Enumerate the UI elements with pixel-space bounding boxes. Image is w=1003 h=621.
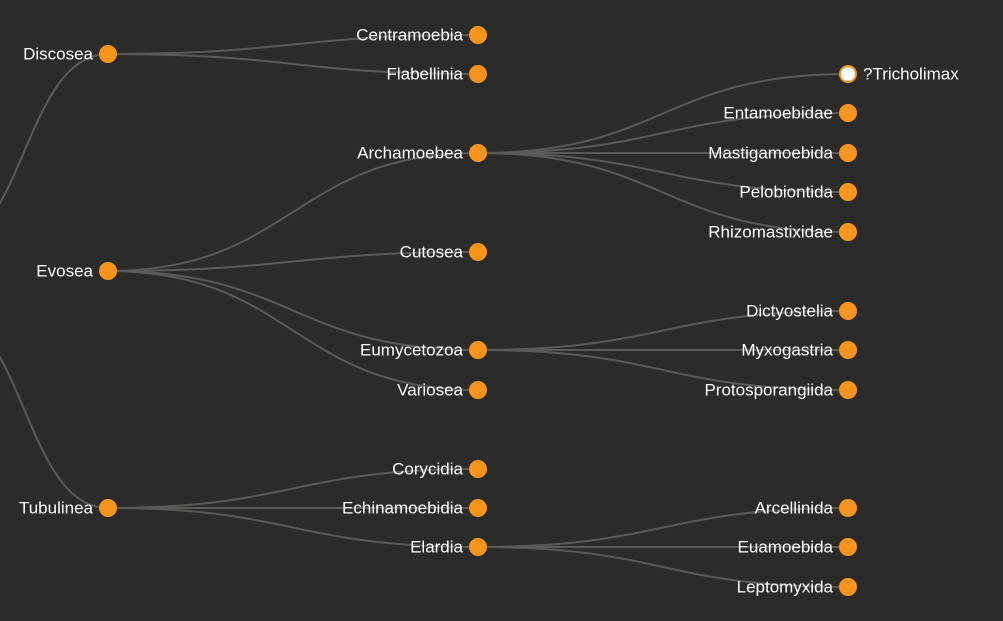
tree-node-dot-leptomyxida[interactable] [839, 578, 857, 596]
tree-node-eumycetozoa[interactable]: Eumycetozoa [360, 341, 487, 360]
tree-node-label-variosea[interactable]: Variosea [397, 381, 463, 400]
tree-node-dot-cutosea[interactable] [469, 243, 487, 261]
tree-node-label-discosea[interactable]: Discosea [23, 45, 93, 64]
tree-link-eumycetozoa-protosporangiida [477, 349, 849, 391]
tree-link-discosea-incoming [0, 53, 109, 206]
tree-link-archamoebea-pelobiontida [477, 152, 849, 193]
tree-node-dot-corycidia[interactable] [469, 460, 487, 478]
tree-node-mastigamoebida[interactable]: Mastigamoebida [708, 144, 857, 163]
tree-node-flabellinia[interactable]: Flabellinia [386, 65, 487, 84]
tree-node-label-entamoebidae[interactable]: Entamoebidae [723, 104, 833, 123]
tree-node-dot-centramoebia[interactable] [469, 26, 487, 44]
tree-node-dot-discosea[interactable] [99, 45, 117, 63]
tree-node-dot-dictyostelia[interactable] [839, 302, 857, 320]
tree-node-dot-elardia[interactable] [469, 538, 487, 556]
tree-node-variosea[interactable]: Variosea [397, 381, 487, 400]
tree-node-label-cutosea[interactable]: Cutosea [400, 243, 464, 262]
tree-node-tricholimax[interactable]: ?Tricholimax [839, 65, 959, 84]
tree-node-dot-flabellinia[interactable] [469, 65, 487, 83]
tree-node-label-echinamoebidia[interactable]: Echinamoebidia [342, 499, 464, 518]
tree-link-evosea-eumycetozoa [107, 270, 479, 351]
tree-node-label-tricholimax[interactable]: ?Tricholimax [863, 65, 959, 84]
tree-node-label-euamoebida[interactable]: Euamoebida [738, 538, 834, 557]
tree-node-corycidia[interactable]: Corycidia [392, 460, 487, 479]
tree-node-centramoebia[interactable]: Centramoebia [356, 26, 487, 45]
tree-node-leptomyxida[interactable]: Leptomyxida [737, 578, 857, 597]
tree-link-discosea-centramoebia [107, 34, 479, 55]
tree-node-dictyostelia[interactable]: Dictyostelia [746, 302, 857, 321]
tree-node-label-rhizomastixidae[interactable]: Rhizomastixidae [708, 223, 833, 242]
tree-node-dot-rhizomastixidae[interactable] [839, 223, 857, 241]
tree-link-archamoebea-rhizomastixidae [477, 152, 849, 233]
tree-node-dot-myxogastria[interactable] [839, 341, 857, 359]
tree-node-label-mastigamoebida[interactable]: Mastigamoebida [708, 144, 833, 163]
tree-node-pelobiontida[interactable]: Pelobiontida [739, 183, 857, 202]
tree-node-label-myxogastria[interactable]: Myxogastria [741, 341, 833, 360]
tree-node-label-eumycetozoa[interactable]: Eumycetozoa [360, 341, 464, 360]
tree-link-archamoebea-entamoebidae [477, 112, 849, 154]
tree-node-label-centramoebia[interactable]: Centramoebia [356, 26, 463, 45]
tree-node-echinamoebidia[interactable]: Echinamoebidia [342, 499, 487, 518]
tree-node-dot-tricholimax[interactable] [839, 65, 857, 83]
tree-node-dot-euamoebida[interactable] [839, 538, 857, 556]
tree-node-dot-archamoebea[interactable] [469, 144, 487, 162]
tree-node-rhizomastixidae[interactable]: Rhizomastixidae [708, 223, 857, 242]
tree-link-tubulinea-elardia [107, 507, 479, 548]
tree-node-arcellinida[interactable]: Arcellinida [755, 499, 857, 518]
tree-node-archamoebea[interactable]: Archamoebea [357, 144, 487, 163]
tree-node-label-pelobiontida[interactable]: Pelobiontida [739, 183, 833, 202]
tree-link-discosea-flabellinia [107, 53, 479, 75]
tree-node-label-corycidia[interactable]: Corycidia [392, 460, 463, 479]
tree-node-dot-eumycetozoa[interactable] [469, 341, 487, 359]
tree-node-label-evosea[interactable]: Evosea [36, 262, 93, 281]
tree-node-tubulinea[interactable]: Tubulinea [19, 499, 117, 518]
tree-link-elardia-arcellinida [477, 507, 849, 548]
tree-link-tubulinea-corycidia [107, 468, 479, 509]
tree-node-label-dictyostelia[interactable]: Dictyostelia [746, 302, 833, 321]
tree-link-evosea-cutosea [107, 251, 479, 272]
tree-node-dot-pelobiontida[interactable] [839, 183, 857, 201]
tree-link-evosea-archamoebea [107, 152, 479, 272]
tree-node-label-archamoebea[interactable]: Archamoebea [357, 144, 463, 163]
tree-node-cutosea[interactable]: Cutosea [400, 243, 487, 262]
tree-node-entamoebidae[interactable]: Entamoebidae [723, 104, 857, 123]
tree-node-dot-protosporangiida[interactable] [839, 381, 857, 399]
tree-node-myxogastria[interactable]: Myxogastria [741, 341, 857, 360]
tree-link-elardia-leptomyxida [477, 546, 849, 588]
tree-node-label-flabellinia[interactable]: Flabellinia [386, 65, 463, 84]
tree-links [0, 34, 849, 588]
tree-node-dot-echinamoebidia[interactable] [469, 499, 487, 517]
tree-node-dot-mastigamoebida[interactable] [839, 144, 857, 162]
tree-link-evosea-variosea [107, 270, 479, 391]
tree-node-dot-evosea[interactable] [99, 262, 117, 280]
tree-node-dot-variosea[interactable] [469, 381, 487, 399]
tree-link-tubulinea-incoming [0, 355, 109, 509]
tree-node-dot-tubulinea[interactable] [99, 499, 117, 517]
tree-node-dot-arcellinida[interactable] [839, 499, 857, 517]
tree-link-eumycetozoa-dictyostelia [477, 310, 849, 351]
tree-link-archamoebea-tricholimax [477, 73, 849, 154]
tree-node-euamoebida[interactable]: Euamoebida [738, 538, 857, 557]
tree-node-protosporangiida[interactable]: Protosporangiida [704, 381, 857, 400]
tree-node-label-protosporangiida[interactable]: Protosporangiida [704, 381, 833, 400]
tree-node-label-tubulinea[interactable]: Tubulinea [19, 499, 94, 518]
tree-node-label-elardia[interactable]: Elardia [410, 538, 463, 557]
tree-node-evosea[interactable]: Evosea [36, 262, 117, 281]
tree-node-label-leptomyxida[interactable]: Leptomyxida [737, 578, 834, 597]
tree-node-discosea[interactable]: Discosea [23, 45, 117, 64]
tree-node-elardia[interactable]: Elardia [410, 538, 487, 557]
tree-node-dot-entamoebidae[interactable] [839, 104, 857, 122]
tree-node-label-arcellinida[interactable]: Arcellinida [755, 499, 834, 518]
